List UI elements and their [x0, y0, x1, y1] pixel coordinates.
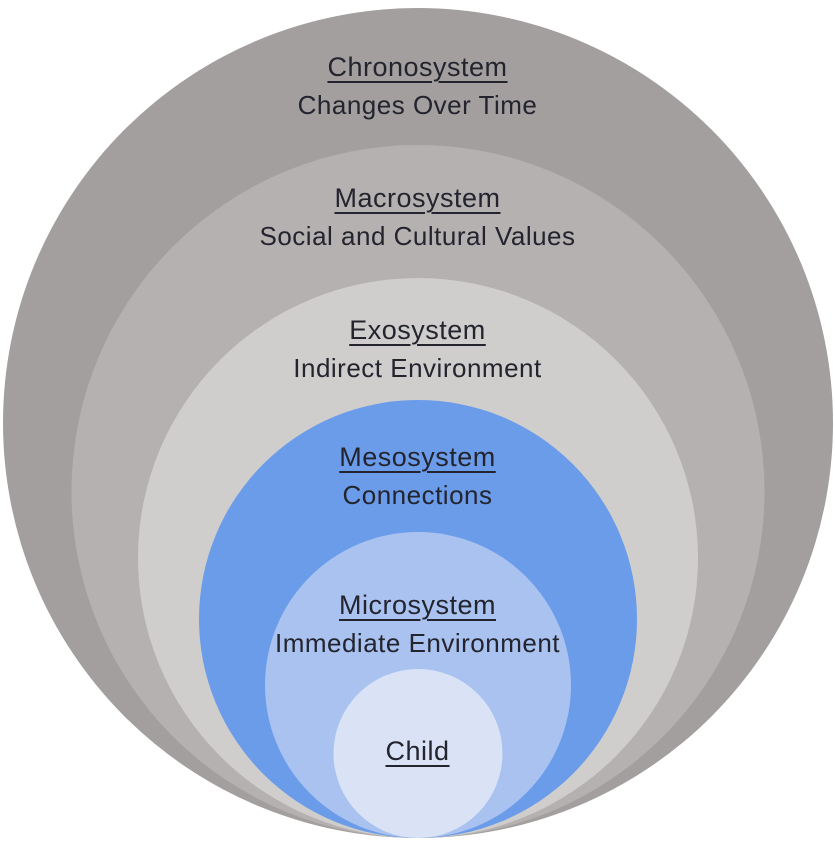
macrosystem-title: Macrosystem: [334, 183, 501, 213]
ring-child: [333, 669, 502, 838]
microsystem-subtitle: Immediate Environment: [274, 628, 561, 658]
exosystem-title: Exosystem: [349, 315, 486, 345]
mesosystem-title: Mesosystem: [339, 442, 496, 472]
mesosystem-subtitle: Connections: [342, 480, 493, 510]
chronosystem-label: Chronosystem Changes Over Time: [0, 52, 835, 120]
microsystem-label: Microsystem Immediate Environment: [0, 590, 835, 658]
exosystem-label: Exosystem Indirect Environment: [0, 315, 835, 383]
exosystem-subtitle: Indirect Environment: [293, 353, 542, 383]
child-label: Child: [0, 736, 835, 766]
chronosystem-subtitle: Changes Over Time: [297, 90, 538, 120]
chronosystem-title: Chronosystem: [327, 52, 508, 82]
macrosystem-subtitle: Social and Cultural Values: [259, 221, 576, 251]
macrosystem-label: Macrosystem Social and Cultural Values: [0, 183, 835, 251]
microsystem-title: Microsystem: [338, 590, 496, 620]
mesosystem-label: Mesosystem Connections: [0, 442, 835, 510]
child-title: Child: [385, 736, 450, 766]
